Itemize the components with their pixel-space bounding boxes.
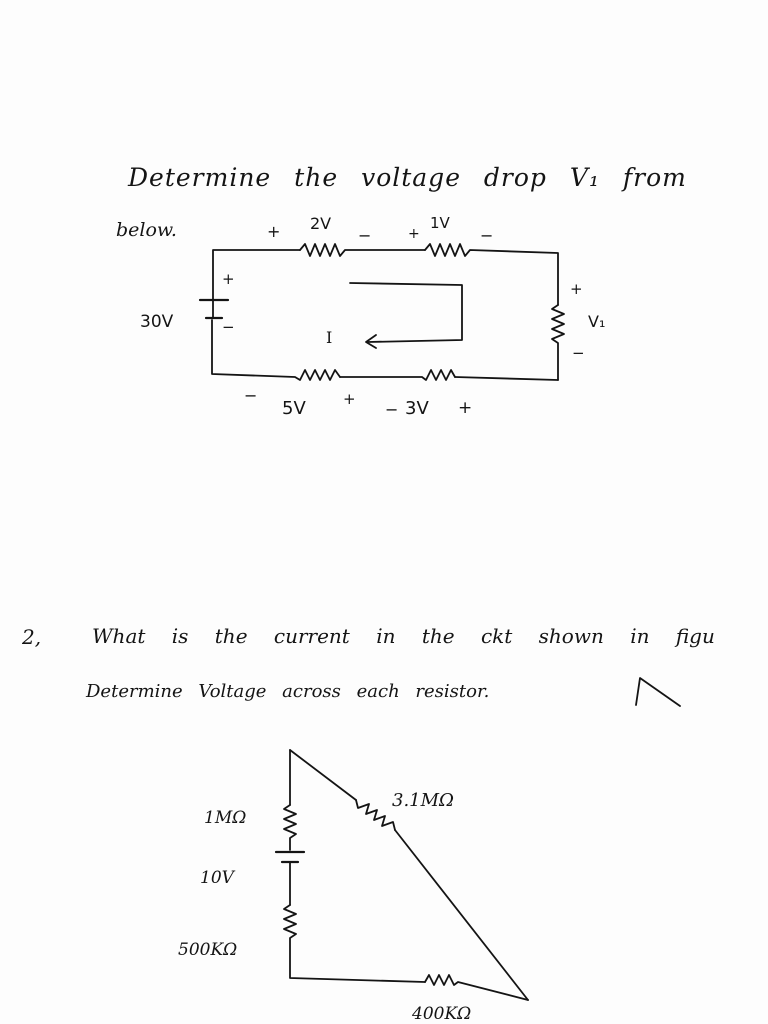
v1-plus-sign: +	[570, 280, 583, 298]
r4-plus-sign: +	[343, 390, 356, 408]
problem1-line2: below.	[116, 219, 177, 241]
r-diagonal-label: 3.1MΩ	[392, 790, 454, 811]
r2-plus-sign: +	[408, 226, 420, 242]
r3-plus-sign: +	[458, 398, 473, 418]
r1-plus-sign: +	[267, 222, 281, 241]
battery-minus-sign: −	[222, 318, 235, 336]
battery-plus-sign: +	[222, 270, 235, 288]
r4-voltage-label: 5V	[282, 398, 306, 419]
r3-voltage-label: 3V	[405, 398, 429, 419]
r-bottom-label: 400KΩ	[412, 1004, 472, 1024]
problem1-line1: Determine the voltage drop V₁ from	[128, 163, 687, 192]
problem2-line2: Determine Voltage across each resistor.	[86, 681, 490, 702]
r2-voltage-label: 1V	[430, 214, 450, 232]
r1-voltage-label: 2V	[310, 214, 332, 233]
problem2-number: 2,	[22, 625, 42, 649]
v1-label: V₁	[588, 312, 606, 331]
battery-10v-label: 10V	[200, 868, 234, 888]
current-label: I	[326, 328, 333, 347]
r2-minus-sign: −	[480, 226, 494, 245]
r1-minus-sign: −	[358, 226, 372, 245]
r-top-label: 1MΩ	[204, 808, 247, 828]
r-bottom-left-label: 500KΩ	[178, 940, 238, 960]
source-voltage-label: 30V	[140, 312, 174, 332]
problem2-line1: What is the current in the ckt shown in …	[92, 624, 715, 648]
v1-minus-sign: −	[572, 344, 585, 362]
r3-minus-sign: −	[385, 400, 399, 419]
r4-minus-sign: −	[244, 386, 258, 405]
